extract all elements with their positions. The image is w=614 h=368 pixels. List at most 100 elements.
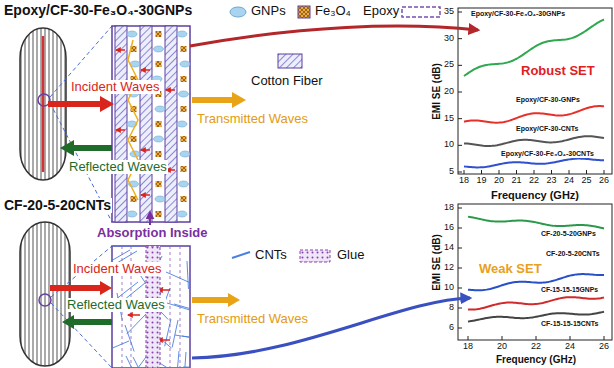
gnp-flake xyxy=(177,31,187,37)
reflection-arrow xyxy=(141,194,150,196)
cnt-strand xyxy=(112,277,113,280)
art-part xyxy=(116,31,190,217)
tick-mark xyxy=(516,170,517,174)
tick-mark xyxy=(458,38,462,39)
reflected-arrow xyxy=(60,140,112,156)
tick-label: 22 xyxy=(528,176,540,186)
fe3o4-particle xyxy=(131,136,137,142)
absorption-arrow xyxy=(149,212,151,225)
gnp-flake xyxy=(155,196,165,202)
cnt-strand xyxy=(187,261,188,289)
legend-label: GNPs xyxy=(250,4,287,18)
axis-title: EMI SE (dB) xyxy=(430,233,441,292)
legend-label: Epoxy xyxy=(362,4,400,18)
gnp-flake xyxy=(177,121,187,127)
tick-label: 16 xyxy=(443,223,455,233)
gnp-flake xyxy=(180,61,190,67)
curve-label: Epoxy/CF-30-GNPs xyxy=(515,96,581,104)
chart-frame xyxy=(458,204,612,340)
fe3o4-particle xyxy=(156,151,162,157)
mechanism-label: Absorption Inside xyxy=(96,226,209,240)
gnp-flake xyxy=(127,211,137,217)
tick-mark xyxy=(458,328,462,329)
curve-label: CF-20-5-20CNTs xyxy=(545,250,601,258)
gnp-flake xyxy=(127,31,137,37)
cotton-fiber xyxy=(165,26,177,222)
tick-mark xyxy=(499,170,500,174)
reflection-arrow xyxy=(116,49,125,51)
tick-mark xyxy=(458,145,462,146)
fe3o4-particle xyxy=(181,106,187,112)
tick-label: 18 xyxy=(462,342,474,352)
tick-label: 26 xyxy=(598,176,610,186)
tick-label: 21 xyxy=(510,176,522,186)
sample-title: Epoxy/CF-30-Fe₃O₄-30GNPs xyxy=(3,3,193,18)
tick-label: 26 xyxy=(598,342,610,352)
wave-label: Incident Waves xyxy=(70,80,160,94)
legend-swatch xyxy=(402,7,440,17)
sample-title: CF-20-5-20CNTs xyxy=(3,198,112,213)
legend-swatch xyxy=(298,6,310,18)
reflected-arrow xyxy=(62,315,112,329)
cnt-strand xyxy=(172,320,178,347)
zoom-line xyxy=(51,303,112,368)
link-arrow xyxy=(190,26,478,46)
curve-label: Epoxy/CF-30-Fe₃O₄-30CNTs xyxy=(500,150,595,158)
axis-title: EMI SE (dB) xyxy=(430,62,441,121)
tick-label: 20 xyxy=(443,87,455,97)
reflection-arrow xyxy=(141,69,150,71)
wave-label: Transmitted Waves xyxy=(196,312,309,326)
legend-label: Cotton Fiber xyxy=(250,74,324,88)
absorption-path xyxy=(128,40,138,200)
wave-label: Transmitted Waves xyxy=(196,112,309,126)
tick-mark xyxy=(570,336,571,340)
tick-mark xyxy=(604,336,605,340)
cnt-strand xyxy=(177,351,179,368)
tick-label: 6 xyxy=(448,323,455,333)
tick-label: 10 xyxy=(443,140,455,150)
data-curve xyxy=(464,159,604,168)
cnt-strand xyxy=(125,325,134,351)
tick-label: 30 xyxy=(443,34,455,44)
incident-arrow xyxy=(50,281,112,295)
tick-mark xyxy=(604,170,605,174)
cnt-strand xyxy=(184,352,186,368)
fe3o4-particle xyxy=(181,46,187,52)
tick-mark xyxy=(468,336,469,340)
legend-swatch xyxy=(300,250,330,262)
link-arrow xyxy=(192,298,470,358)
gnp-flake xyxy=(179,91,189,97)
tick-label: 18 xyxy=(458,176,470,186)
cnt-strand xyxy=(116,282,138,299)
fe3o4-particle xyxy=(156,31,162,37)
tick-mark xyxy=(458,65,462,66)
curve-label: CF-15-15-15GNPs xyxy=(540,286,599,293)
legend-label: CNTs xyxy=(254,248,288,262)
fe3o4-particle xyxy=(131,196,137,202)
legend-swatch xyxy=(232,252,250,258)
cnt-strand xyxy=(112,246,140,247)
cross-section xyxy=(112,26,190,222)
tick-mark xyxy=(551,170,552,174)
tick-label: 5 xyxy=(448,167,455,177)
tick-label: 20 xyxy=(493,176,505,186)
fe3o4-particle xyxy=(181,76,187,82)
tick-label: 20 xyxy=(496,342,508,352)
tick-mark xyxy=(569,170,570,174)
tick-label: 23 xyxy=(545,176,557,186)
gnp-flake xyxy=(155,106,165,112)
chart-frame xyxy=(458,8,612,174)
tick-label: 22 xyxy=(530,342,542,352)
tick-mark xyxy=(458,12,462,13)
wave-label: Incident Waves xyxy=(72,262,162,276)
legend-label: Fe₃O₄ xyxy=(314,4,352,18)
tick-mark xyxy=(464,170,465,174)
fiber-edge xyxy=(180,246,181,368)
tick-mark xyxy=(586,170,587,174)
fe3o4-particle xyxy=(156,211,162,217)
cnt-strand xyxy=(126,356,138,368)
data-curve xyxy=(464,106,604,123)
gnp-flake xyxy=(180,151,190,157)
tick-label: 35 xyxy=(443,7,455,17)
performance-note: Robust SET xyxy=(520,64,596,78)
